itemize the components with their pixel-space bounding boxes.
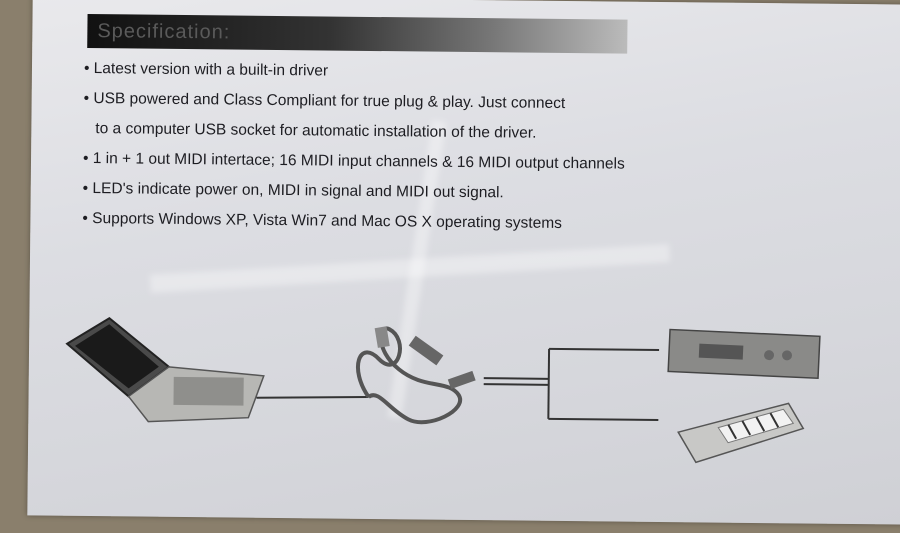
feature-item: • Supports Windows XP, Vista Win7 and Ma… [82, 204, 782, 241]
bullet-marker: • [82, 149, 89, 167]
feature-text: LED's indicate power on, MIDI in signal … [92, 180, 504, 202]
feature-text: USB powered and Class Compliant for true… [93, 90, 566, 112]
bullet-marker: • [83, 59, 90, 78]
rack-module-icon [667, 328, 821, 380]
feature-list: • Latest version with a built-in driver … [82, 54, 784, 241]
instruction-sheet: Specification: • Latest version with a b… [27, 0, 900, 525]
bullet-marker: • [83, 89, 90, 108]
feature-text: Latest version with a built-in driver [93, 60, 329, 80]
section-title: Specification: [97, 20, 231, 44]
feature-text: to a computer USB socket for automatic i… [95, 120, 537, 142]
usb-midi-cable-icon [356, 326, 476, 425]
cable-line [256, 395, 369, 399]
bullet-marker: • [82, 179, 89, 197]
keyboard-icon [677, 402, 805, 464]
connection-diagram [65, 317, 821, 464]
connection-lines [483, 347, 660, 421]
feature-text: 1 in + 1 out MIDI intertace; 16 MIDI inp… [92, 150, 625, 173]
bullet-marker: • [82, 209, 88, 227]
laptop-icon [65, 317, 265, 423]
feature-text: Supports Windows XP, Vista Win7 and Mac … [92, 210, 563, 232]
section-header: Specification: [87, 13, 628, 54]
